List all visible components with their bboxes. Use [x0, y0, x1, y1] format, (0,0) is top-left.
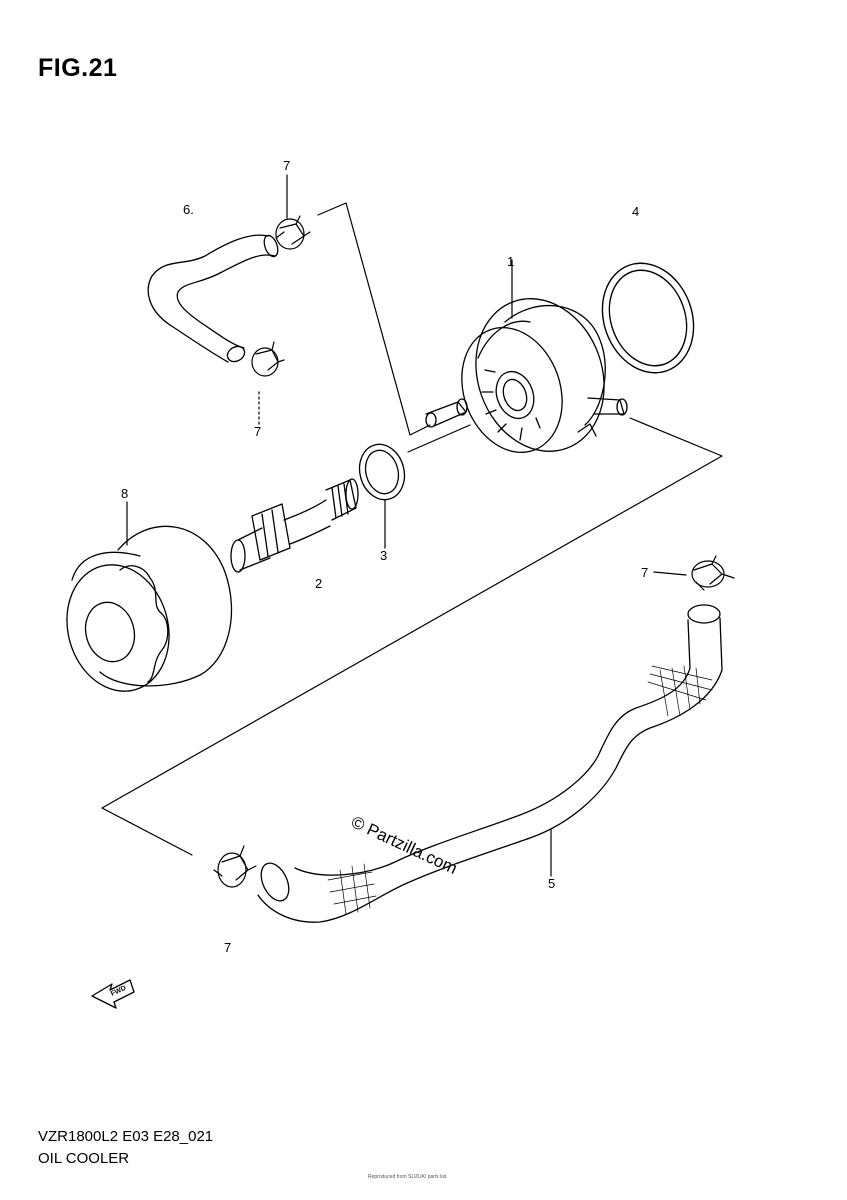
copyright-notice: Reproduced from SUZUKI parts list	[368, 1174, 447, 1180]
gasket-3	[358, 443, 406, 501]
callout-4: 4	[632, 204, 639, 219]
hose-6	[147, 234, 279, 363]
section-name: OIL COOLER	[38, 1150, 130, 1167]
union-bolt-2	[230, 478, 359, 573]
callout-7-right: 7	[641, 565, 648, 580]
watermark: © Partzilla.com	[348, 812, 460, 878]
assembly-line-hose-5	[101, 417, 723, 856]
hose-5-braid-upper	[647, 665, 713, 717]
assembly-line-cooler-filter	[407, 424, 471, 453]
callout-7-bottom: 7	[224, 940, 231, 955]
fwd-arrow-icon	[91, 979, 135, 1009]
callout-1: 1	[507, 254, 514, 269]
callout-2: 2	[315, 576, 322, 591]
figure-title: FIG.21	[38, 54, 118, 82]
callout-6: 6.	[183, 202, 194, 217]
hose-clamp-7-bottom	[213, 845, 257, 888]
oil-cooler-1	[425, 298, 628, 453]
callout-7-mid: 7	[254, 424, 261, 439]
fwd-label: FWD	[110, 985, 127, 998]
hose-clamp-7-right	[691, 555, 735, 591]
hose-clamp-7-mid	[251, 341, 285, 377]
callout-8: 8	[121, 486, 128, 501]
oil-filter-8	[66, 525, 233, 692]
hose-5-braid-lower	[327, 863, 377, 915]
hose-clamp-7-top	[275, 215, 311, 250]
callout-5: 5	[548, 876, 555, 891]
o-ring-4	[601, 262, 695, 374]
callout-7-top: 7	[283, 158, 290, 173]
model-code: VZR1800L2 E03 E28_021	[38, 1128, 214, 1145]
callout-3: 3	[380, 548, 387, 563]
hose-5	[257, 604, 723, 923]
assembly-line-hose-6	[317, 202, 431, 436]
